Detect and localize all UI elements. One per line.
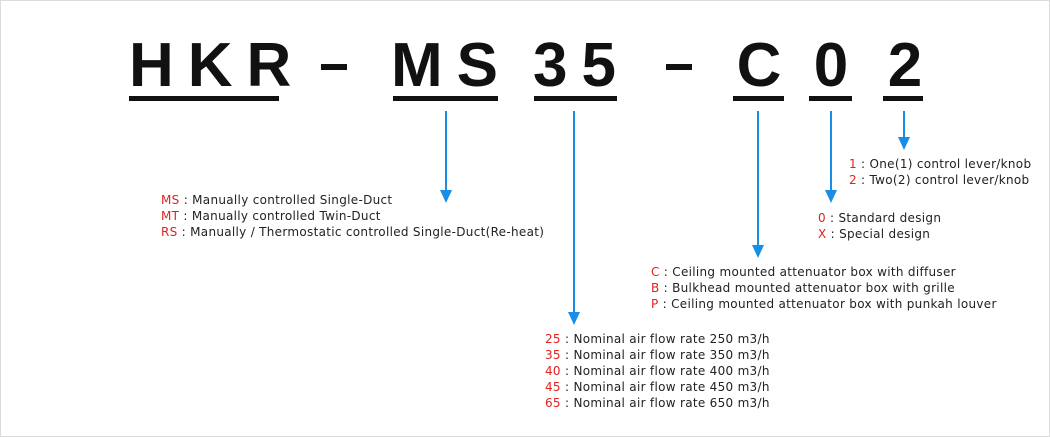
legend-size: 25 : Nominal air flow rate 250 m3/h 35 :… xyxy=(545,331,770,411)
code-prefix: HKR xyxy=(129,31,306,100)
legend-row: MS : Manually controlled Single-Duct xyxy=(161,192,544,208)
legend-row: B : Bulkhead mounted attenuator box with… xyxy=(651,280,997,296)
legend-desc: : Nominal air flow rate 400 m3/h xyxy=(560,364,770,378)
legend-desc: : Nominal air flow rate 450 m3/h xyxy=(560,380,770,394)
legend-code: MT xyxy=(161,209,180,223)
underline-design xyxy=(809,96,852,101)
code-control: 2 xyxy=(887,31,923,100)
legend-row: 2 : Two(2) control lever/knob xyxy=(849,172,1031,188)
legend-desc: : Nominal air flow rate 350 m3/h xyxy=(560,348,770,362)
legend-code: 40 xyxy=(545,364,561,378)
legend-code: C xyxy=(651,265,660,279)
code-design: 0 xyxy=(813,31,849,100)
legend-row: 65 : Nominal air flow rate 650 m3/h xyxy=(545,395,770,411)
underline-prefix xyxy=(129,96,279,101)
legend-desc: : Two(2) control lever/knob xyxy=(856,173,1030,187)
legend-row: X : Special design xyxy=(818,226,941,242)
arrow-line-design xyxy=(830,111,832,191)
legend-row: C : Ceiling mounted attenuator box with … xyxy=(651,264,997,280)
arrow-head-control xyxy=(898,137,910,150)
legend-desc: : Manually controlled Single-Duct xyxy=(179,193,393,207)
legend-code: MS xyxy=(161,193,180,207)
code-mount: C xyxy=(736,31,782,100)
legend-row: 45 : Nominal air flow rate 450 m3/h xyxy=(545,379,770,395)
legend-desc: : Bulkhead mounted attenuator box with g… xyxy=(659,281,955,295)
legend-code: 1 xyxy=(849,157,857,171)
code-size: 35 xyxy=(533,31,630,100)
legend-code: 25 xyxy=(545,332,561,346)
legend-code: P xyxy=(651,297,659,311)
legend-row: 40 : Nominal air flow rate 400 m3/h xyxy=(545,363,770,379)
arrow-head-design xyxy=(825,190,837,203)
underline-mount xyxy=(733,96,784,101)
underline-size xyxy=(534,96,617,101)
arrow-line-type xyxy=(445,111,447,191)
legend-desc: : Special design xyxy=(826,227,931,241)
legend-desc: : Ceiling mounted attenuator box with di… xyxy=(659,265,956,279)
underline-type xyxy=(393,96,498,101)
legend-mount: C : Ceiling mounted attenuator box with … xyxy=(651,264,997,312)
legend-row: 25 : Nominal air flow rate 250 m3/h xyxy=(545,331,770,347)
legend-row: 35 : Nominal air flow rate 350 m3/h xyxy=(545,347,770,363)
arrow-head-type xyxy=(440,190,452,203)
arrow-line-size xyxy=(573,111,575,314)
legend-control: 1 : One(1) control lever/knob 2 : Two(2)… xyxy=(849,156,1031,188)
arrow-head-mount xyxy=(752,245,764,258)
code-type: MS xyxy=(391,31,512,100)
legend-desc: : Nominal air flow rate 650 m3/h xyxy=(560,396,770,410)
legend-code: 2 xyxy=(849,173,857,187)
legend-row: RS : Manually / Thermostatic controlled … xyxy=(161,224,544,240)
legend-desc: : Manually controlled Twin-Duct xyxy=(179,209,381,223)
arrow-head-size xyxy=(568,312,580,325)
underline-control xyxy=(883,96,923,101)
legend-code: B xyxy=(651,281,660,295)
legend-desc: : Nominal air flow rate 250 m3/h xyxy=(560,332,770,346)
legend-code: 0 xyxy=(818,211,826,225)
legend-type: MS : Manually controlled Single-Duct MT … xyxy=(161,192,544,240)
legend-desc: : Ceiling mounted attenuator box with pu… xyxy=(658,297,997,311)
legend-desc: : Manually / Thermostatic controlled Sin… xyxy=(177,225,545,239)
legend-code: 65 xyxy=(545,396,561,410)
legend-desc: : Standard design xyxy=(825,211,942,225)
legend-row: 1 : One(1) control lever/knob xyxy=(849,156,1031,172)
code-dash-2 xyxy=(666,64,692,70)
legend-code: X xyxy=(818,227,827,241)
legend-row: P : Ceiling mounted attenuator box with … xyxy=(651,296,997,312)
legend-row: MT : Manually controlled Twin-Duct xyxy=(161,208,544,224)
code-dash-1 xyxy=(321,64,347,70)
arrow-line-control xyxy=(903,111,905,138)
legend-design: 0 : Standard design X : Special design xyxy=(818,210,941,242)
legend-row: 0 : Standard design xyxy=(818,210,941,226)
legend-desc: : One(1) control lever/knob xyxy=(856,157,1032,171)
legend-code: 35 xyxy=(545,348,561,362)
legend-code: 45 xyxy=(545,380,561,394)
arrow-line-mount xyxy=(757,111,759,247)
legend-code: RS xyxy=(161,225,178,239)
